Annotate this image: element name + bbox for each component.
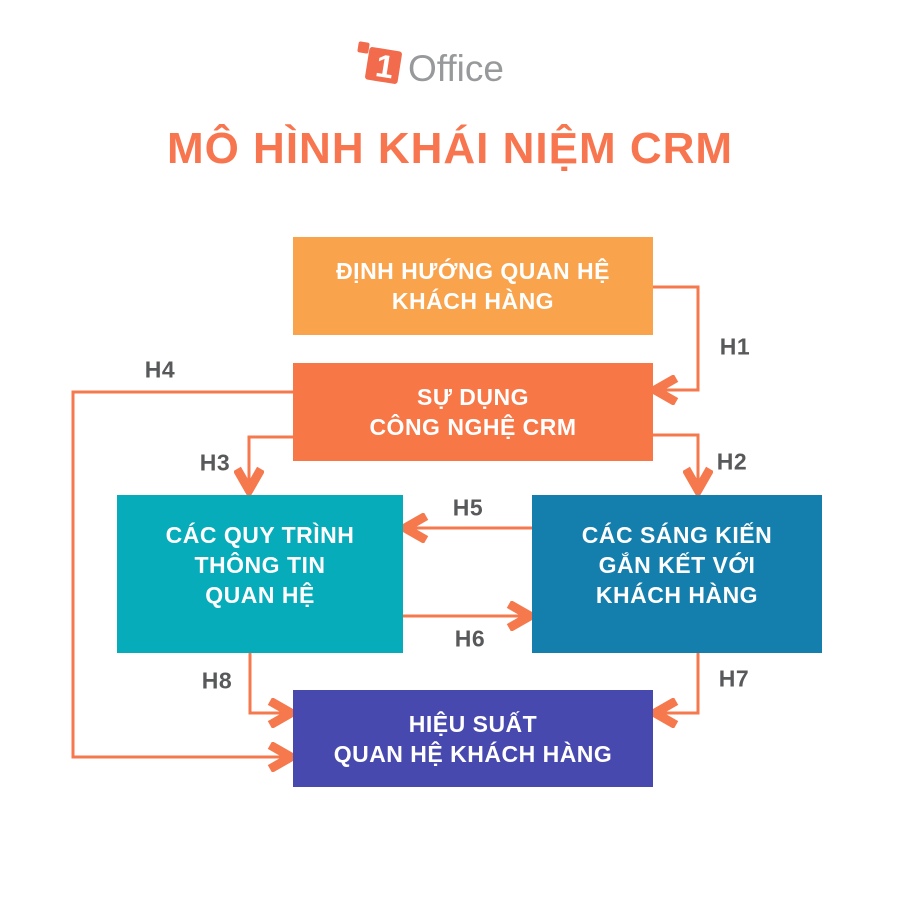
node-crm-technology-use: SỰ DỤNG CÔNG NGHỆ CRM bbox=[293, 363, 653, 461]
node-customer-relationship-orientation: ĐỊNH HƯỚNG QUAN HỆ KHÁCH HÀNG bbox=[293, 237, 653, 335]
logo-graphic: 1 Office bbox=[357, 41, 504, 89]
node-relationship-information-processes: CÁC QUY TRÌNH THÔNG TIN QUAN HỆ bbox=[117, 495, 403, 653]
edge-arrow-h8 bbox=[248, 653, 288, 713]
edge-label-h2: H2 bbox=[716, 448, 748, 475]
edge-label-h6: H6 bbox=[454, 625, 486, 652]
node-customer-engagement-initiatives: CÁC SÁNG KIẾN GẮN KẾT VỚI KHÁCH HÀNG bbox=[532, 495, 822, 653]
node-label-line: KHÁCH HÀNG bbox=[391, 288, 555, 314]
logo-number: 1 bbox=[373, 47, 396, 85]
edge-arrow-h2 bbox=[653, 433, 698, 487]
node-label-line: QUAN HỆ bbox=[205, 582, 315, 608]
page-title: MÔ HÌNH KHÁI NIỆM CRM bbox=[166, 124, 734, 173]
node-label-line: KHÁCH HÀNG bbox=[595, 582, 759, 608]
node-label-line: SỰ DỤNG bbox=[416, 384, 530, 410]
logo-big-square-icon bbox=[365, 47, 402, 84]
edge-label-h7: H7 bbox=[718, 665, 750, 692]
node-label-line: QUAN HỆ KHÁCH HÀNG bbox=[333, 740, 613, 767]
node-label-line: CÁC SÁNG KIẾN bbox=[581, 522, 773, 548]
node-label-line: ĐỊNH HƯỚNG QUAN HỆ bbox=[336, 258, 610, 284]
node-label-line: HIỆU SUẤT bbox=[408, 710, 538, 737]
logo-brand-text: Office bbox=[408, 48, 504, 89]
edge-label-h8: H8 bbox=[201, 667, 233, 694]
node-customer-relationship-performance: HIỆU SUẤT QUAN HỆ KHÁCH HÀNG bbox=[293, 690, 653, 787]
node-label-line: GẮN KẾT VỚI bbox=[598, 552, 756, 578]
edge-arrow-h1 bbox=[653, 285, 700, 390]
edge-label-h3: H3 bbox=[199, 449, 231, 476]
edge-arrow-h3 bbox=[249, 435, 293, 487]
edge-label-h4: H4 bbox=[144, 356, 176, 383]
edge-label-h1: H1 bbox=[719, 333, 751, 360]
edge-arrow-h7 bbox=[658, 653, 700, 713]
logo: 1 Office bbox=[350, 36, 550, 97]
node-label-line: THÔNG TIN bbox=[194, 552, 326, 578]
logo-small-square-icon bbox=[357, 41, 370, 54]
node-label-line: CÔNG NGHỆ CRM bbox=[369, 414, 577, 440]
node-label-line: CÁC QUY TRÌNH bbox=[165, 522, 355, 548]
edge-label-h5: H5 bbox=[452, 494, 484, 521]
